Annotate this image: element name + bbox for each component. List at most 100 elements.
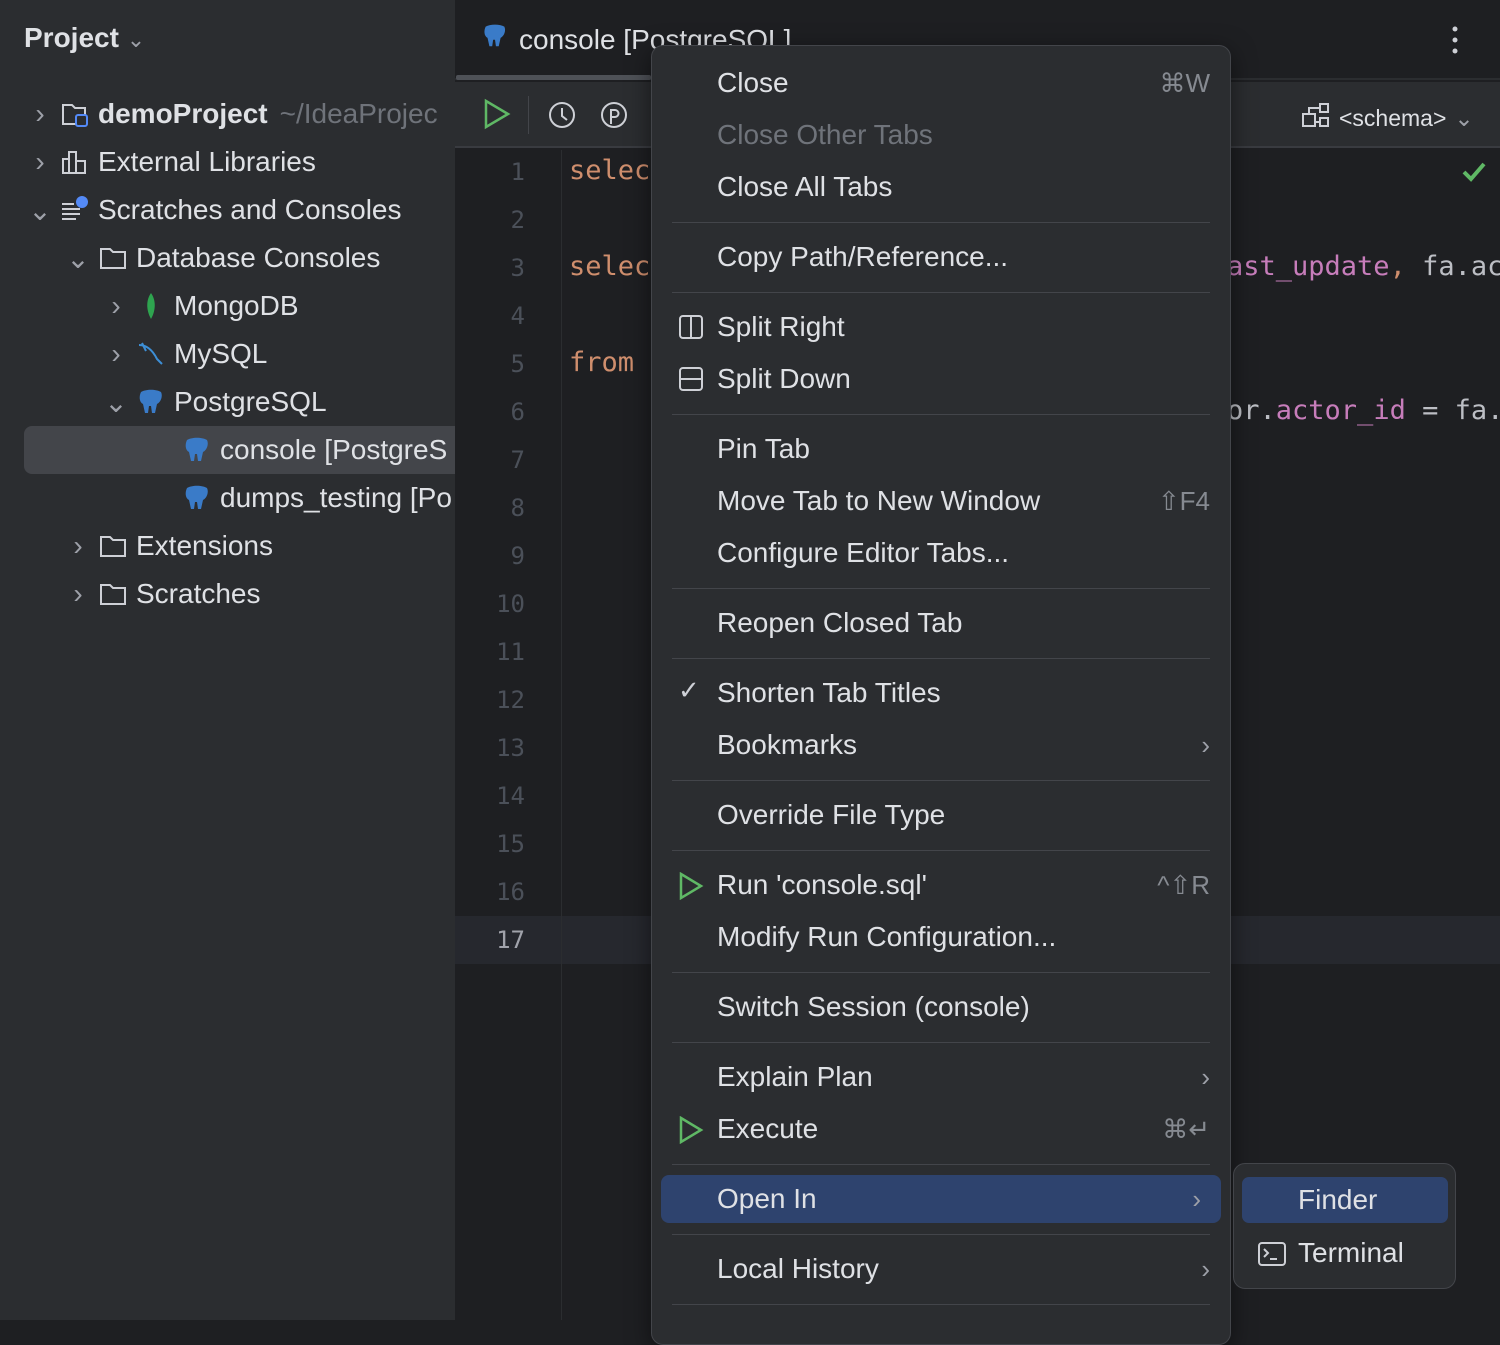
menu-item-label: Move Tab to New Window <box>717 485 1041 516</box>
menu-item-label: Copy Path/Reference... <box>717 241 1009 272</box>
tree-item-extensions[interactable]: › Extensions <box>0 522 455 570</box>
split-right-icon <box>678 314 704 340</box>
menu-separator <box>652 1033 1230 1051</box>
line-number: 8 <box>510 494 525 522</box>
line-number: 12 <box>496 686 525 714</box>
menu-item-label: Pin Tab <box>717 433 810 464</box>
tree-item-database-consoles[interactable]: ⌄ Database Consoles <box>0 234 455 282</box>
chevron-down-icon[interactable]: ⌄ <box>104 386 128 418</box>
parameters-icon[interactable] <box>599 100 629 135</box>
tree-item-console[interactable]: console [PostgreS <box>24 426 455 474</box>
menu-item-label: Shorten Tab Titles <box>717 677 941 708</box>
code-line-5[interactable]: from <box>569 347 635 378</box>
menu-item-label: Override File Type <box>717 799 946 830</box>
menu-item-label: Split Down <box>717 363 851 394</box>
tree-item-postgresql[interactable]: ⌄ PostgreSQL <box>0 378 455 426</box>
menu-item-close[interactable]: Close ⌘W <box>652 57 1230 109</box>
line-number: 13 <box>496 734 525 762</box>
tree-label: MongoDB <box>174 290 299 321</box>
menu-item-label: Run 'console.sql' <box>717 869 927 900</box>
line-number: 4 <box>510 302 525 330</box>
code-line-6-tail[interactable]: or.actor_id = fa.a <box>1227 395 1500 426</box>
menu-separator <box>652 649 1230 667</box>
tree-item-scratches-and-consoles[interactable]: ⌄ Scratches and Consoles <box>0 186 455 234</box>
menu-item-execute[interactable]: Execute⌘↵ <box>652 1103 1230 1155</box>
chevron-right-icon[interactable]: › <box>111 338 121 369</box>
chevron-down-icon[interactable]: ⌄ <box>66 242 90 274</box>
chevron-right-icon: › <box>1201 729 1210 760</box>
tree-label: console [PostgreS <box>220 434 448 465</box>
chevron-right-icon: › <box>1201 1253 1210 1284</box>
line-number: 16 <box>496 878 525 906</box>
chevron-down-icon[interactable]: ⌄ <box>28 194 52 226</box>
menu-item-reopen-closed-tab[interactable]: Reopen Closed Tab <box>652 597 1230 649</box>
chevron-right-icon[interactable]: › <box>111 290 121 321</box>
tree-label: Scratches and Consoles <box>98 194 402 225</box>
menu-item-label: Close Other Tabs <box>717 119 933 150</box>
folder-icon <box>98 579 128 609</box>
code-token: = fa.a <box>1422 395 1500 426</box>
toolbar-divider <box>528 96 529 134</box>
tree-item-mysql[interactable]: › MySQL <box>0 330 455 378</box>
menu-item-modify-run-configuration[interactable]: Modify Run Configuration... <box>652 911 1230 963</box>
tree-item-mongodb[interactable]: › MongoDB <box>0 282 455 330</box>
menu-item-copy-path-reference[interactable]: Copy Path/Reference... <box>652 231 1230 283</box>
tree-label: PostgreSQL <box>174 386 327 417</box>
menu-item-run-console-sql[interactable]: Run 'console.sql'^⇧R <box>652 859 1230 911</box>
menu-item-local-history[interactable]: Local History › <box>652 1243 1230 1295</box>
shortcut: ⌘↵ <box>1162 1113 1210 1144</box>
code-line-3-tail[interactable]: ast_update, fa.act <box>1227 251 1500 282</box>
menu-item-configure-editor-tabs[interactable]: Configure Editor Tabs... <box>652 527 1230 579</box>
shortcut: ⌘W <box>1159 67 1210 98</box>
menu-separator <box>652 1225 1230 1243</box>
history-icon[interactable] <box>547 100 577 135</box>
menu-item-open-in[interactable]: Open In› <box>661 1175 1221 1223</box>
menu-item-finder[interactable]: Finder <box>1242 1177 1448 1223</box>
schema-selector[interactable]: <schema> ⌄ <box>1301 102 1474 134</box>
menu-item-label: Close <box>717 67 789 98</box>
menu-item-terminal[interactable]: Terminal <box>1242 1230 1448 1276</box>
split-down-icon <box>678 366 704 392</box>
tree-item-external-libraries[interactable]: › External Libraries <box>0 138 455 186</box>
menu-item-label: Local History <box>717 1253 879 1284</box>
line-number: 17 <box>496 926 525 954</box>
schema-label: <schema> <box>1339 104 1447 131</box>
more-options-icon[interactable] <box>1450 24 1460 61</box>
menu-item-shorten-tab-titles[interactable]: ✓ Shorten Tab Titles <box>652 667 1230 719</box>
tree-item-demoproject[interactable]: › demoProject ~/IdeaProjec <box>0 90 455 138</box>
project-folder-icon <box>60 99 90 129</box>
menu-item-explain-plan[interactable]: Explain Plan› <box>652 1051 1230 1103</box>
chevron-right-icon[interactable]: › <box>35 146 45 177</box>
code-line-3[interactable]: selec <box>569 251 651 282</box>
menu-item-close-all-tabs[interactable]: Close All Tabs <box>652 161 1230 213</box>
menu-item-label: Terminal <box>1298 1237 1404 1268</box>
postgresql-icon <box>182 435 212 465</box>
tree-item-scratches[interactable]: › Scratches <box>0 570 455 618</box>
code-line-1[interactable]: selec <box>569 155 651 186</box>
project-view-selector[interactable]: Project ⌄ <box>24 22 145 54</box>
menu-item-pin-tab[interactable]: Pin Tab <box>652 423 1230 475</box>
menu-item-label: Explain Plan <box>717 1061 873 1092</box>
menu-item-switch-session-console[interactable]: Switch Session (console) <box>652 981 1230 1033</box>
tree-label: External Libraries <box>98 146 316 177</box>
project-sidebar: Project ⌄ › demoProject ~/IdeaProjec › E… <box>0 0 455 1320</box>
project-path: ~/IdeaProjec <box>279 98 438 129</box>
line-number: 5 <box>510 350 525 378</box>
menu-separator <box>652 1155 1230 1173</box>
menu-item-override-file-type[interactable]: Override File Type <box>652 789 1230 841</box>
menu-separator <box>652 283 1230 301</box>
run-icon[interactable] <box>483 98 511 135</box>
chevron-right-icon[interactable]: › <box>73 530 83 561</box>
chevron-right-icon[interactable]: › <box>35 98 45 129</box>
tree-item-dumps-testing[interactable]: dumps_testing [Po <box>0 474 455 522</box>
menu-item-split-right[interactable]: Split Right <box>652 301 1230 353</box>
menu-item-close-other-tabs[interactable]: Close Other Tabs <box>652 109 1230 161</box>
menu-item-label: Bookmarks <box>717 729 858 760</box>
menu-item-split-down[interactable]: Split Down <box>652 353 1230 405</box>
checkmark-icon: ✓ <box>678 675 700 705</box>
menu-item-bookmarks[interactable]: Bookmarks › <box>652 719 1230 771</box>
code-token: actor_id <box>1275 395 1406 426</box>
code-token: , <box>1389 251 1406 282</box>
chevron-right-icon[interactable]: › <box>73 578 83 609</box>
menu-item-move-tab-to-new-window[interactable]: Move Tab to New Window⇧F4 <box>652 475 1230 527</box>
